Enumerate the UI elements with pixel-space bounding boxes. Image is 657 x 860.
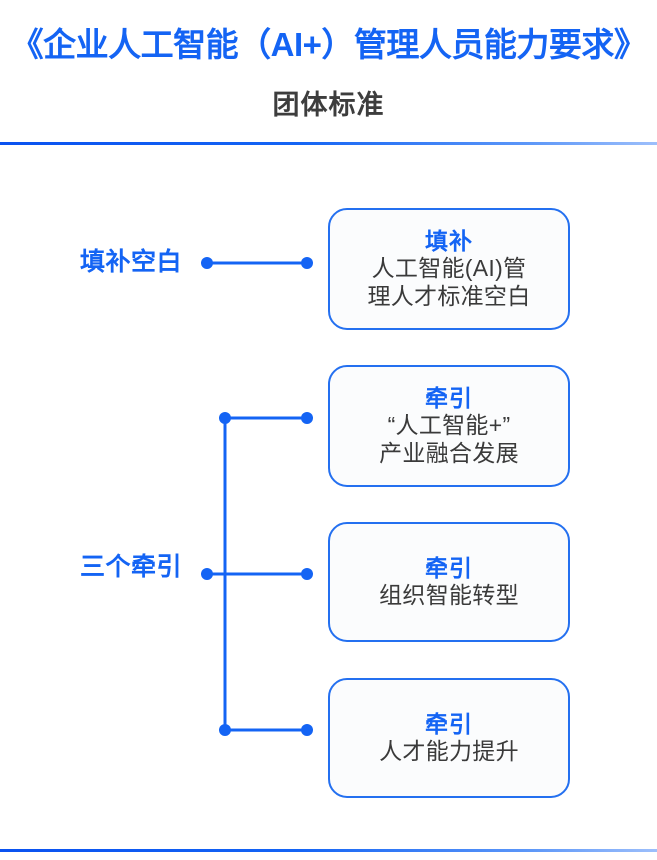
node-body-line: 人工智能(AI)管 (371, 254, 527, 281)
node-body-line: 产业融合发展 (379, 439, 519, 466)
page-title: 《企业人工智能（AI+）管理人员能力要求》 (10, 26, 647, 63)
node-head: 牵引 (425, 554, 473, 581)
node-body-line: “人工智能+” (387, 411, 511, 438)
diagram-canvas: 填补空白 三个牵引 填补 人工智能(AI)管 理人才标准空白 牵引 “人工智能+… (0, 142, 657, 849)
page-subtitle: 团体标准 (272, 90, 385, 120)
node-head: 填补 (425, 227, 473, 254)
footer-divider (0, 849, 657, 852)
node-body: 人工智能(AI)管 理人才标准空白 (367, 255, 530, 310)
node-body: 人才能力提升 (379, 738, 519, 766)
node-box-talent-capability[interactable]: 牵引 人才能力提升 (328, 678, 570, 798)
node-body-line: 理人才标准空白 (367, 282, 531, 309)
node-box-fill-gap[interactable]: 填补 人工智能(AI)管 理人才标准空白 (328, 208, 570, 330)
node-head: 牵引 (425, 384, 473, 411)
node-head: 牵引 (425, 710, 473, 737)
node-body: 组织智能转型 (379, 582, 519, 610)
header-divider (0, 142, 657, 145)
node-box-org-transformation[interactable]: 牵引 组织智能转型 (328, 522, 570, 642)
group-label-three-drivers: 三个牵引 (79, 553, 182, 581)
header: 《企业人工智能（AI+）管理人员能力要求》 团体标准 (0, 0, 657, 142)
node-body-line: 人才能力提升 (379, 737, 519, 764)
group-label-fill-gap: 填补空白 (79, 248, 182, 276)
node-body: “人工智能+” 产业融合发展 (379, 412, 519, 467)
node-body-line: 组织智能转型 (379, 581, 519, 608)
node-box-industry-integration[interactable]: 牵引 “人工智能+” 产业融合发展 (328, 365, 570, 487)
